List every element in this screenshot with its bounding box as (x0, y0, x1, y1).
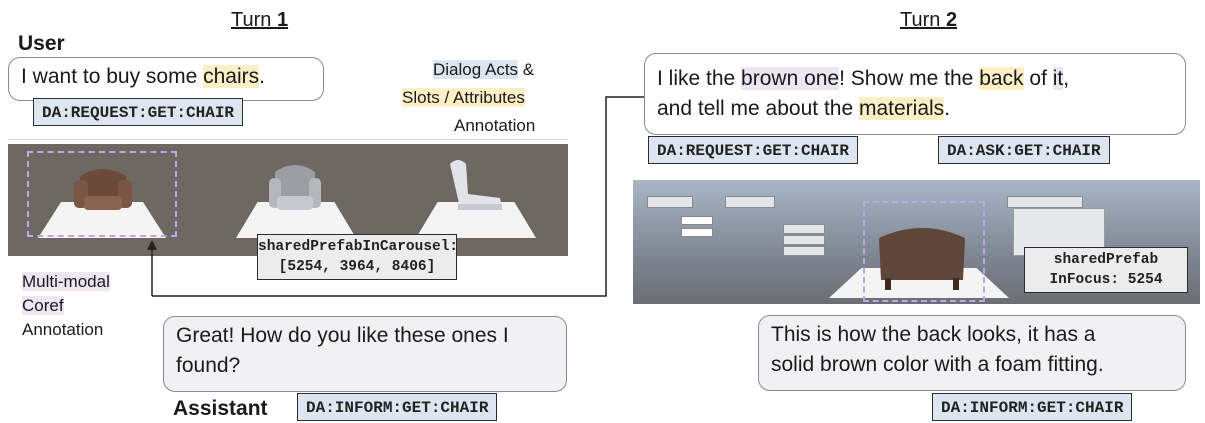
scene-price-panel (653, 210, 713, 240)
grey-armchair-icon (269, 165, 321, 210)
user-speaker-label: User (18, 32, 65, 55)
scene-search-button (725, 196, 775, 208)
carousel-prefab-label: sharedPrefabInCarousel: (258, 239, 459, 255)
turn-1-title: Turn 1 (231, 9, 289, 31)
scene-rotate-around (783, 246, 825, 256)
turn2-assistant-utterance: This is how the back looks, it has a sol… (758, 315, 1186, 391)
slot-chairs: chairs (203, 65, 260, 88)
slot-materials: materials (858, 97, 945, 120)
turn-2-title: Turn 2 (900, 9, 958, 31)
focus-prefab-label: sharedPrefab (1053, 252, 1159, 268)
assistant-speaker-label: Assistant (173, 397, 268, 420)
turn2-user-utterance: I like the brown one! Show me the back o… (644, 53, 1186, 135)
coref-it: it (1052, 67, 1064, 90)
divider (8, 139, 568, 140)
coref-focus-box-scene (863, 201, 985, 302)
turn2-user-dialog-act-2: DA:ASK:GET:CHAIR (938, 136, 1110, 164)
focus-prefab-annotation: sharedPrefab InFocus: 5254 (1024, 247, 1188, 293)
focus-prefab-id: InFocus: 5254 (1049, 272, 1163, 288)
carousel-scene (8, 144, 568, 256)
scene-dropdown (647, 196, 693, 208)
coref-brown-one: brown one (741, 67, 840, 90)
turn1-user-dialog-act: DA:REQUEST:GET:CHAIR (33, 98, 244, 126)
brown-armchair-icon (74, 169, 132, 210)
turn2-assistant-dialog-act: DA:INFORM:GET:CHAIR (932, 393, 1133, 421)
coref-legend: Multi-modal Coref Annotation (22, 272, 110, 339)
scene-share-button (1007, 196, 1083, 208)
scene-rotate-right (783, 235, 825, 245)
carousel-prefab-ids: [5254, 3964, 8406] (278, 259, 436, 275)
legend-dialog-acts: Dialog Acts & (433, 60, 535, 79)
turn2-user-dialog-act-1: DA:REQUEST:GET:CHAIR (648, 136, 859, 164)
turn1-assistant-utterance: Great! How do you like these ones I foun… (163, 316, 567, 392)
white-chaise-icon (450, 160, 502, 210)
legend-slots: Slots / Attributes (402, 88, 525, 107)
legend-annotation: Annotation (454, 116, 536, 135)
scene-rotate-left (783, 224, 825, 234)
brown-armchair-back-icon (879, 228, 965, 290)
coref-focus-box-carousel (27, 151, 177, 237)
turn1-assistant-dialog-act: DA:INFORM:GET:CHAIR (297, 393, 498, 421)
slot-back: back (979, 67, 1024, 90)
carousel-prefab-annotation: sharedPrefabInCarousel: [5254, 3964, 840… (257, 234, 459, 280)
